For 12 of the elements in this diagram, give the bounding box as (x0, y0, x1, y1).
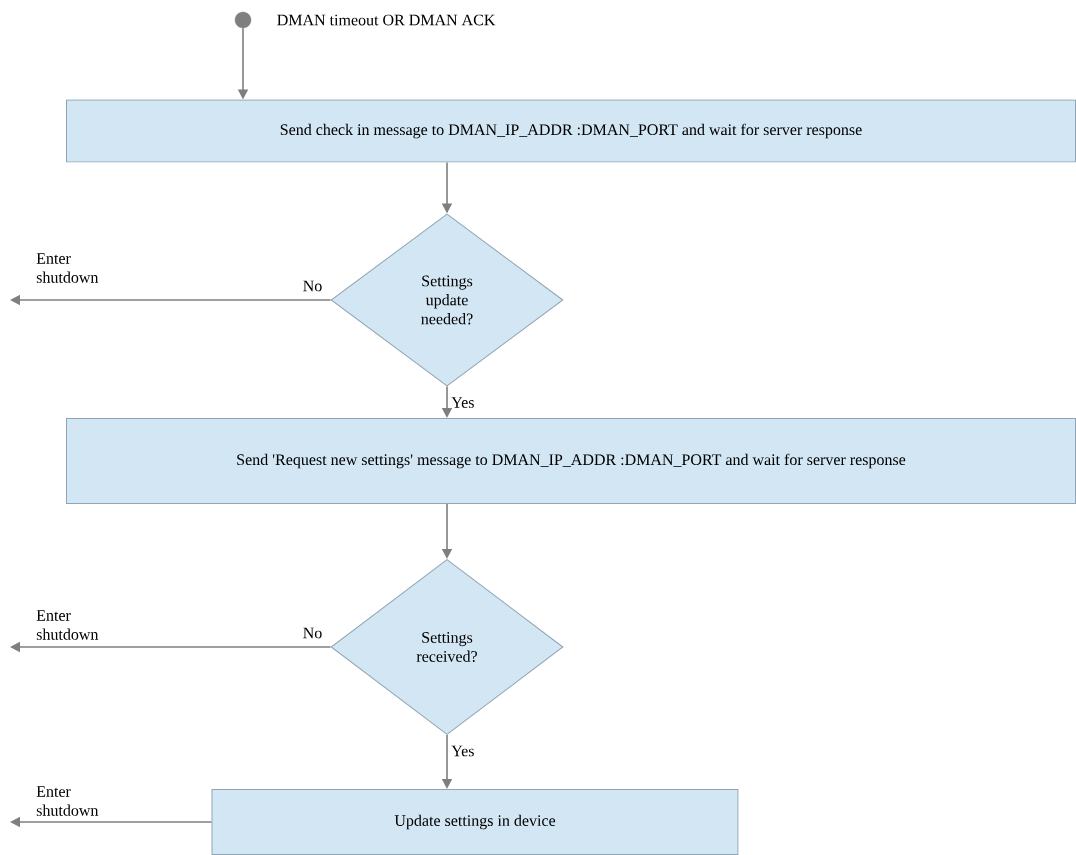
edge-label: Yes (451, 397, 474, 408)
event-label: DMAN timeout OR DMAN ACK (277, 14, 496, 26)
outcome-text: Enter shutdown (36, 253, 99, 283)
start-dot (234, 11, 252, 29)
process-box: Update settings in device (211, 789, 739, 855)
outcome-text: Enter shutdown (36, 610, 99, 640)
edge-label: No (303, 627, 322, 639)
outcome-text: Enter shutdown (36, 786, 99, 816)
edge-label: No (303, 280, 322, 292)
process-box: Send 'Request new settings' message to DMAN_IP_ADDR :DMAN_PORT and wait for server response (66, 418, 1076, 504)
process-box: Send check in message to DMAN_IP_ADDR :DMAN_PORT and wait for server response (66, 99, 1076, 163)
edge-label: Yes (451, 745, 474, 757)
